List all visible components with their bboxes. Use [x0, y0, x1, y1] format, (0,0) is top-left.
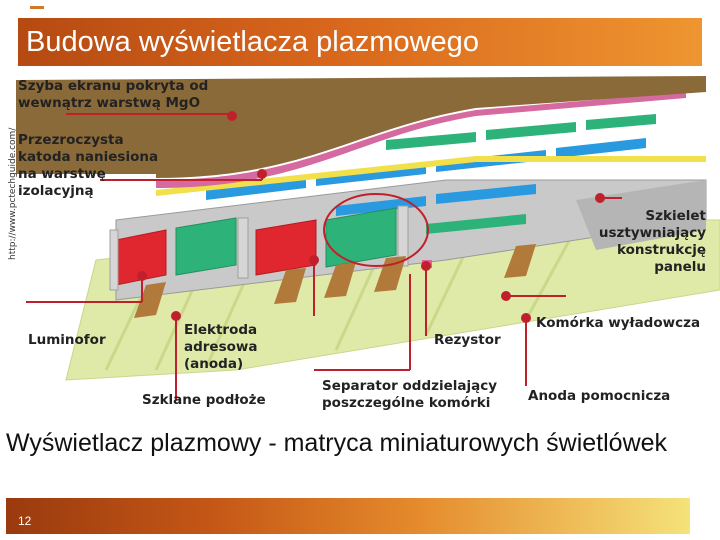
- leader-lines: [26, 111, 622, 400]
- address-electrodes: [134, 244, 536, 318]
- green-cell-rows: [386, 114, 656, 234]
- glass-panel: [16, 76, 706, 178]
- green-cells-front: [175, 207, 397, 276]
- plasma-diagram: Szyba ekranu pokryta od wewnątrz warstwą…: [6, 70, 720, 418]
- discharge-cell-highlight: [323, 193, 429, 267]
- label-substrate: Szklane podłoże: [142, 392, 266, 408]
- label-auxiliary-anode: Anoda pomocnicza: [528, 388, 671, 404]
- label-resistor: Rezystor: [434, 332, 501, 348]
- label-phosphor: Luminofor: [28, 332, 106, 348]
- slide-caption: Wyświetlacz plazmowy - matryca miniaturo…: [6, 429, 668, 457]
- slide-title: Budowa wyświetlacza plazmowego: [26, 26, 479, 58]
- label-frame: Szkielet usztywniający konstrukcję panel…: [598, 208, 706, 275]
- image-credit: http://www.pctechguide.com/: [8, 127, 18, 260]
- red-cells: [115, 219, 317, 286]
- cell-walls: [109, 205, 409, 291]
- plasma-diagram-drawing: [16, 76, 720, 400]
- cathode-layer: [156, 92, 686, 188]
- label-glass: Szyba ekranu pokryta od wewnątrz warstwą…: [18, 78, 209, 111]
- title-bar: [18, 18, 702, 66]
- corner-mark: [30, 6, 44, 21]
- footer-bar: 12: [6, 498, 690, 534]
- yellow-strip: [156, 156, 706, 196]
- slide-number: 12: [18, 514, 32, 528]
- label-address-electrode: Elektroda adresowa (anoda): [184, 322, 258, 372]
- label-separator: Separator oddzielający poszczególne komó…: [322, 378, 498, 411]
- label-discharge-cell: Komórka wyładowcza: [536, 315, 701, 331]
- label-cathode: Przezroczysta katoda naniesiona na warst…: [18, 132, 159, 199]
